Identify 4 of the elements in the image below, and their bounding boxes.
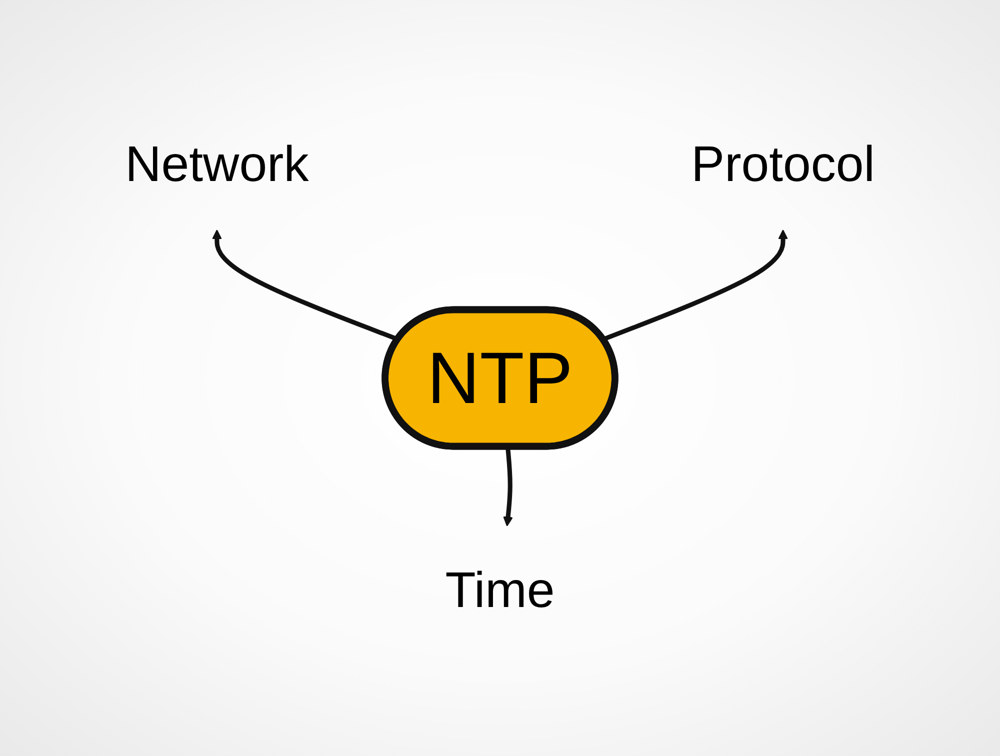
oval-node: NTP: [382, 306, 618, 450]
word-label: Network: [125, 136, 309, 192]
word-label: Time: [445, 562, 555, 618]
word-label: Protocol: [691, 136, 875, 192]
